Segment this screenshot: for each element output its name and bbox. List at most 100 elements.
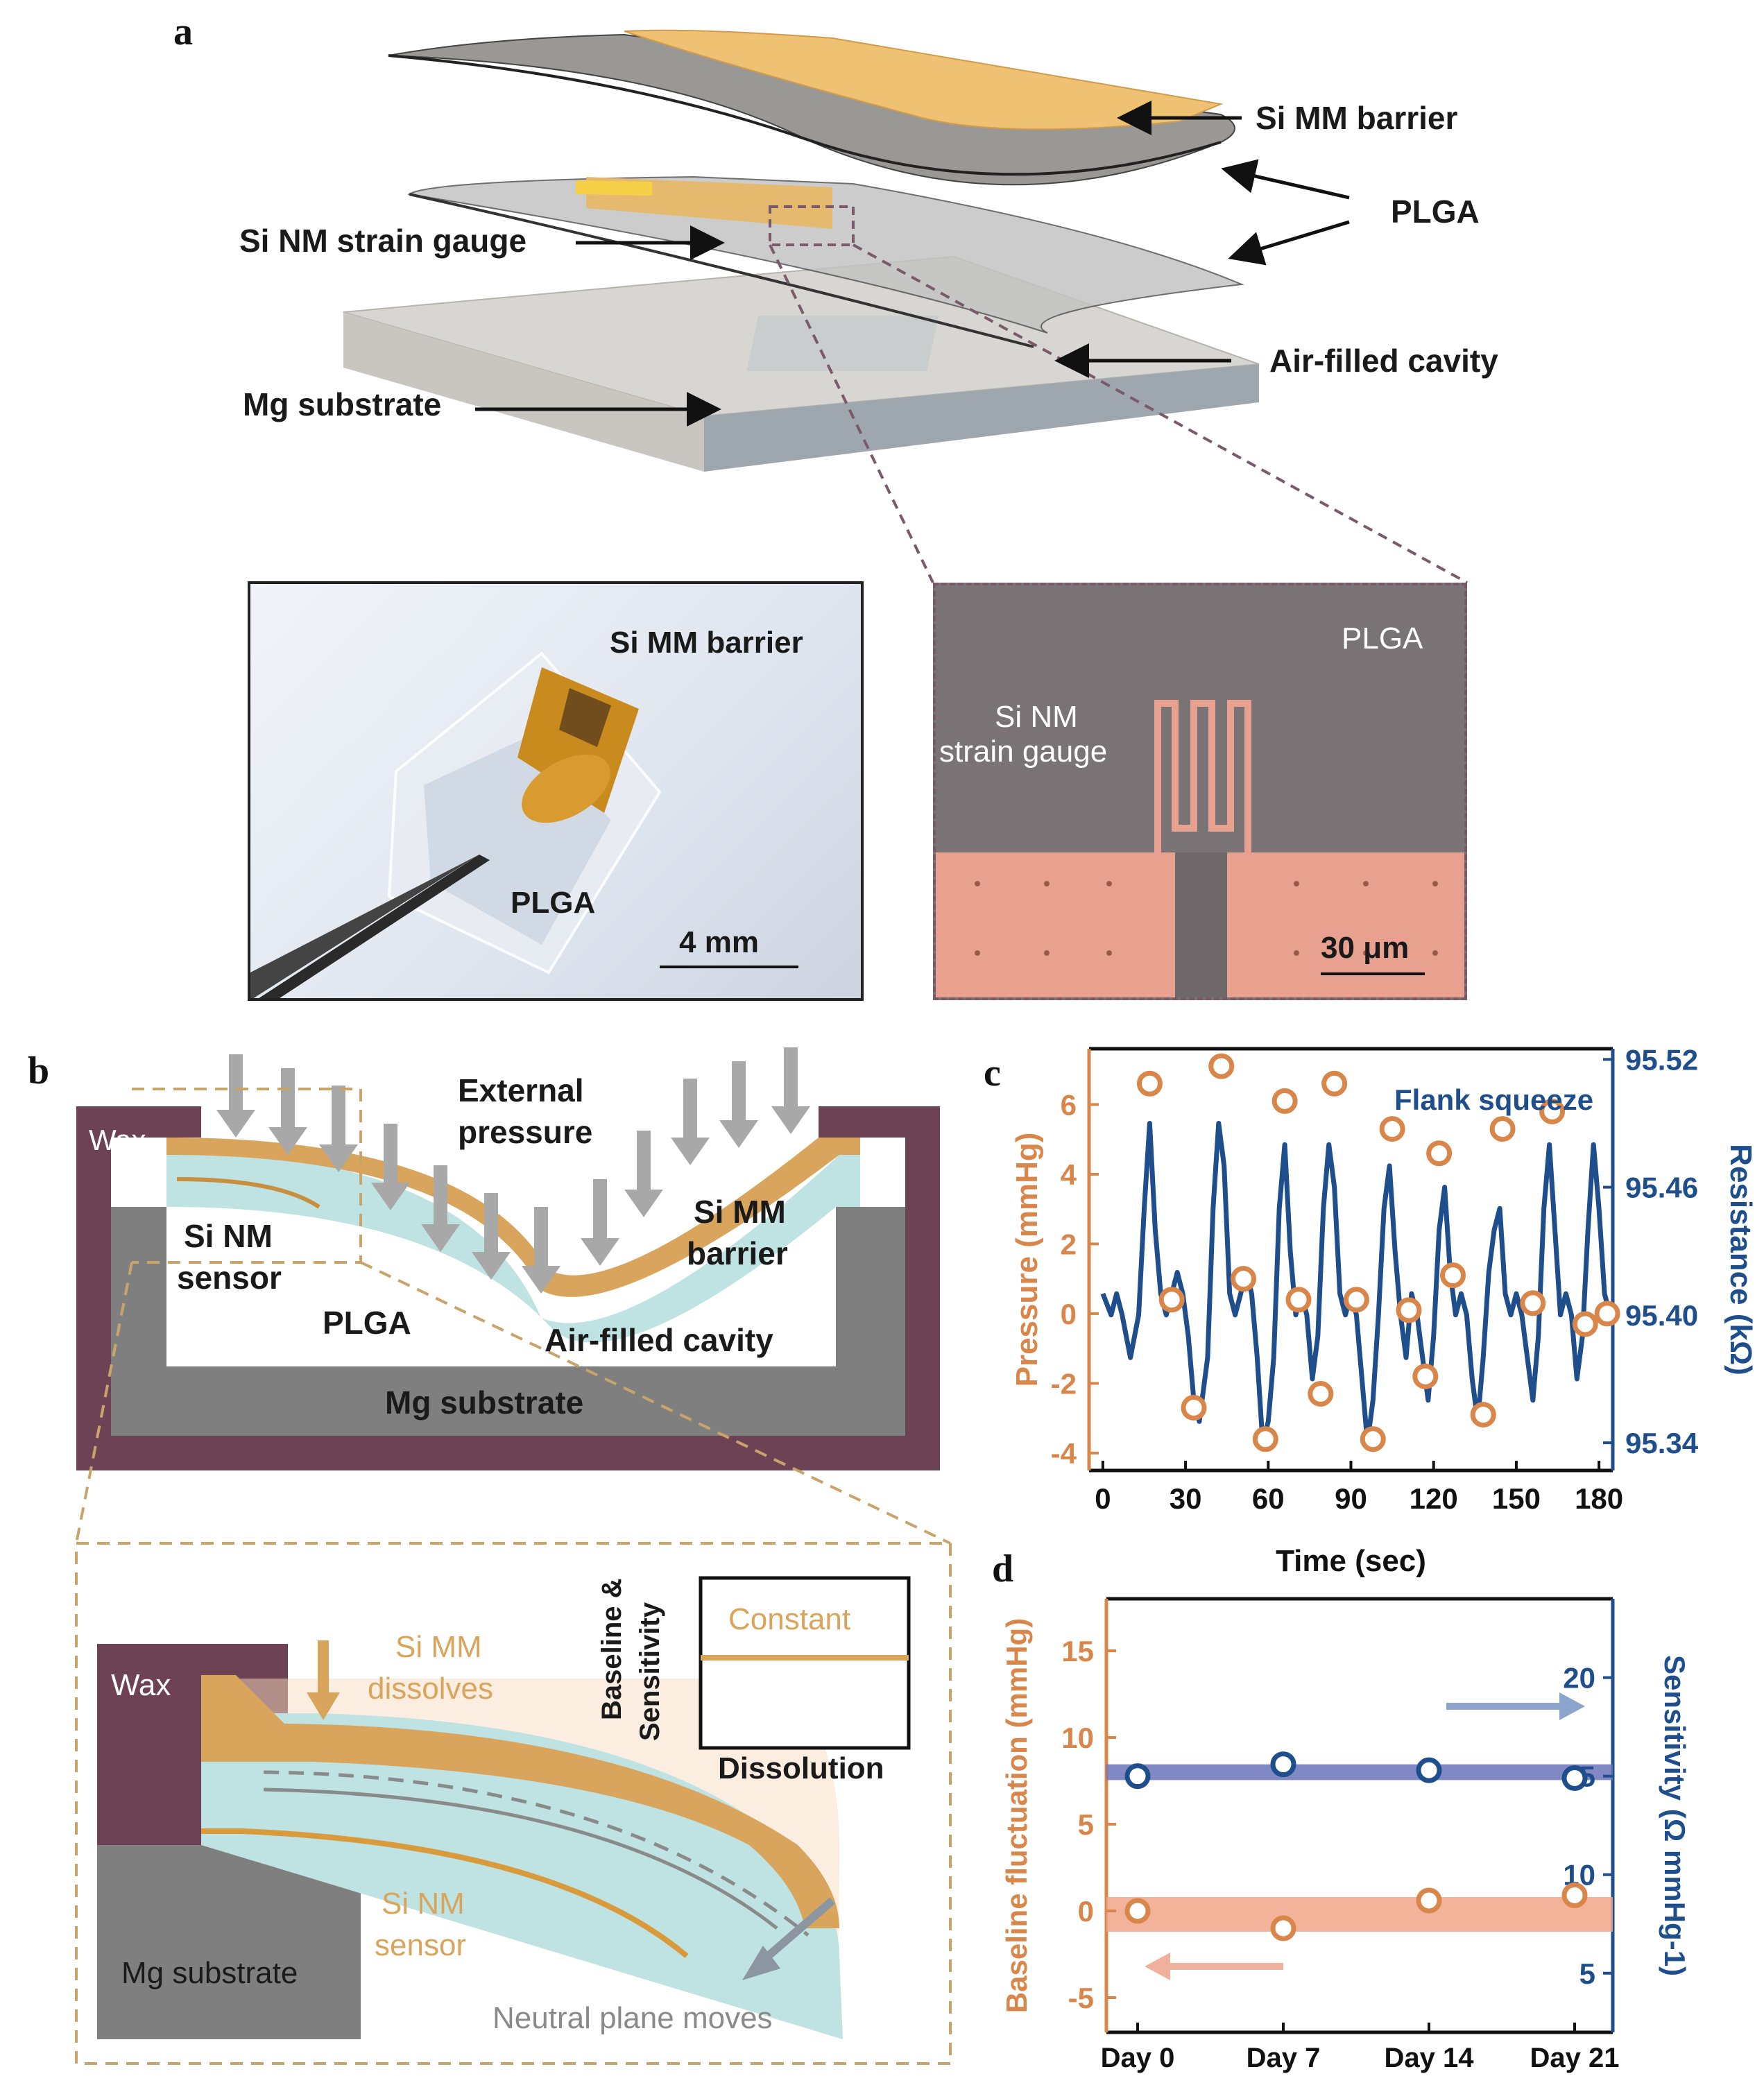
c-ytick-left-label: -2 xyxy=(1051,1367,1077,1400)
d-ytick-right-label: 20 xyxy=(1563,1662,1595,1695)
micro-gauge-label-1: Si NM xyxy=(995,700,1078,734)
c-pressure-point xyxy=(1271,1088,1298,1114)
b-si-nm-label-1: Si NM xyxy=(184,1218,273,1254)
d-baseline-point xyxy=(1124,1898,1151,1924)
label-mg-substrate: Mg substrate xyxy=(243,386,442,422)
c-ytick-right-label: 95.46 xyxy=(1625,1172,1698,1204)
plga-lower-layer xyxy=(407,175,1244,348)
d-arrow-right-head xyxy=(1559,1692,1585,1720)
c-pressure-point xyxy=(1360,1426,1386,1452)
c-annotation: Flank squeeze xyxy=(1394,1083,1593,1116)
d-ylabel-right: Sensitivity (Ω mmHg-1) xyxy=(1659,1655,1691,1976)
d-baseline-point xyxy=(1416,1887,1442,1914)
c-pressure-point xyxy=(1208,1053,1235,1079)
micrograph-strain-gauge: PLGA Si NM strain gauge 30 μm xyxy=(933,583,1467,1000)
d-ylabel-left: Baseline fluctuation (mmHg) xyxy=(1000,1618,1033,2013)
c-pressure-point xyxy=(1308,1380,1334,1407)
d-xtick-label: Day 7 xyxy=(1247,2043,1321,2073)
c-ytick-right-label: 95.52 xyxy=(1625,1043,1698,1076)
c-pressure-point xyxy=(1594,1301,1620,1327)
panel-a-exploded-view xyxy=(343,29,1468,584)
b-zoom-si-nm-1: Si NM xyxy=(382,1887,465,1921)
c-pressure-point xyxy=(1426,1140,1453,1167)
c-xlabel: Time (sec) xyxy=(1276,1544,1426,1578)
c-pressure-point xyxy=(1572,1311,1598,1337)
b-external-label-1: External xyxy=(458,1072,584,1108)
c-ytick-right-label: 95.34 xyxy=(1625,1427,1699,1459)
c-xtick-label: 120 xyxy=(1410,1482,1458,1515)
d-xtick-label: Day 14 xyxy=(1385,2043,1475,2073)
d-ytick-left-label: 15 xyxy=(1061,1635,1094,1667)
d-ytick-left-label: 10 xyxy=(1061,1722,1094,1754)
c-ytick-left-label: 6 xyxy=(1061,1088,1077,1121)
c-pressure-point xyxy=(1520,1290,1546,1316)
b-zoom-si-mm-2: dissolves xyxy=(368,1672,493,1706)
b-zoom-neutral-label: Neutral plane moves xyxy=(493,2001,773,2035)
c-ytick-left-label: 2 xyxy=(1061,1228,1077,1260)
c-pressure-point xyxy=(1252,1426,1278,1452)
c-ylabel-left: Pressure (mmHg) xyxy=(1010,1133,1044,1387)
photo-left-plga-label: PLGA xyxy=(511,886,596,920)
d-baseline-point xyxy=(1270,1915,1296,1941)
rolled-barrier xyxy=(517,667,639,823)
panel-letter-d: d xyxy=(992,1547,1014,1590)
b-zoom-wax-label: Wax xyxy=(111,1668,171,1702)
c-pressure-point xyxy=(1158,1287,1185,1313)
c-xtick-label: 90 xyxy=(1335,1482,1367,1515)
zoom-box xyxy=(769,205,855,246)
b-zoom-mg-label: Mg substrate xyxy=(121,1956,298,1990)
b-si-mm-label-1: Si MM xyxy=(694,1194,786,1230)
scale-bar-4mm: 4 mm xyxy=(679,925,759,959)
d-ytick-left-label: 5 xyxy=(1078,1808,1094,1841)
b-si-nm-label-2: sensor xyxy=(177,1260,282,1296)
d-sensitivity-point xyxy=(1416,1757,1442,1783)
inset-constant-label: Constant xyxy=(728,1602,851,1636)
si-mm-barrier-layer xyxy=(624,29,1224,130)
b-zoom-si-nm-2: sensor xyxy=(375,1928,467,1962)
scale-bar-30um: 30 μm xyxy=(1321,931,1410,965)
d-xtick-label: Day 21 xyxy=(1530,2043,1620,2073)
b-air-cavity-label: Air-filled cavity xyxy=(545,1322,773,1358)
d-sensitivity-point xyxy=(1124,1763,1151,1790)
micro-gauge-label-2: strain gauge xyxy=(939,735,1108,769)
d-xtick-label: Day 0 xyxy=(1101,2043,1175,2073)
b-si-mm-label-2: barrier xyxy=(687,1235,788,1271)
c-pressure-point xyxy=(1440,1262,1466,1289)
b-external-label-2: pressure xyxy=(458,1114,593,1150)
c-pressure-point xyxy=(1231,1266,1257,1292)
c-xtick-label: 0 xyxy=(1095,1482,1111,1515)
d-ytick-right-label: 5 xyxy=(1579,1957,1595,1990)
c-ytick-left-label: 0 xyxy=(1061,1298,1077,1330)
photo-left-barrier-label: Si MM barrier xyxy=(610,626,803,660)
d-arrow-left-head xyxy=(1145,1953,1170,1980)
c-ytick-left-label: 4 xyxy=(1061,1158,1077,1191)
panel-letter-a: a xyxy=(173,10,193,53)
c-pressure-point xyxy=(1285,1287,1312,1313)
panel-a-arrows xyxy=(475,101,1350,427)
label-si-nm-strain-gauge: Si NM strain gauge xyxy=(239,223,527,259)
c-xtick-label: 30 xyxy=(1170,1482,1202,1515)
d-baseline-band xyxy=(1106,1897,1613,1932)
c-pressure-point xyxy=(1321,1070,1348,1097)
c-pressure-point xyxy=(1470,1402,1496,1428)
c-pressure-point xyxy=(1343,1287,1369,1313)
d-sensitivity-point xyxy=(1270,1751,1296,1778)
b-wax-label: Wax xyxy=(89,1124,146,1156)
c-pressure-point xyxy=(1136,1070,1163,1097)
inset-dissolution-label: Dissolution xyxy=(718,1751,884,1785)
c-xtick-label: 180 xyxy=(1575,1482,1623,1515)
b-plga-label: PLGA xyxy=(323,1305,411,1341)
serpentine-gauge xyxy=(1154,700,1251,852)
panel-letter-c: c xyxy=(984,1052,1001,1095)
d-sensitivity-band xyxy=(1106,1764,1613,1781)
c-xtick-label: 150 xyxy=(1492,1482,1541,1515)
c-pressure-point xyxy=(1412,1363,1439,1389)
label-air-filled-cavity: Air-filled cavity xyxy=(1269,343,1498,379)
plga-upper-layer xyxy=(388,33,1235,186)
d-baseline-point xyxy=(1561,1882,1588,1908)
c-ytick-right-label: 95.40 xyxy=(1625,1299,1698,1332)
label-si-mm-barrier: Si MM barrier xyxy=(1256,100,1458,136)
b-mg-substrate-label: Mg substrate xyxy=(385,1384,584,1421)
